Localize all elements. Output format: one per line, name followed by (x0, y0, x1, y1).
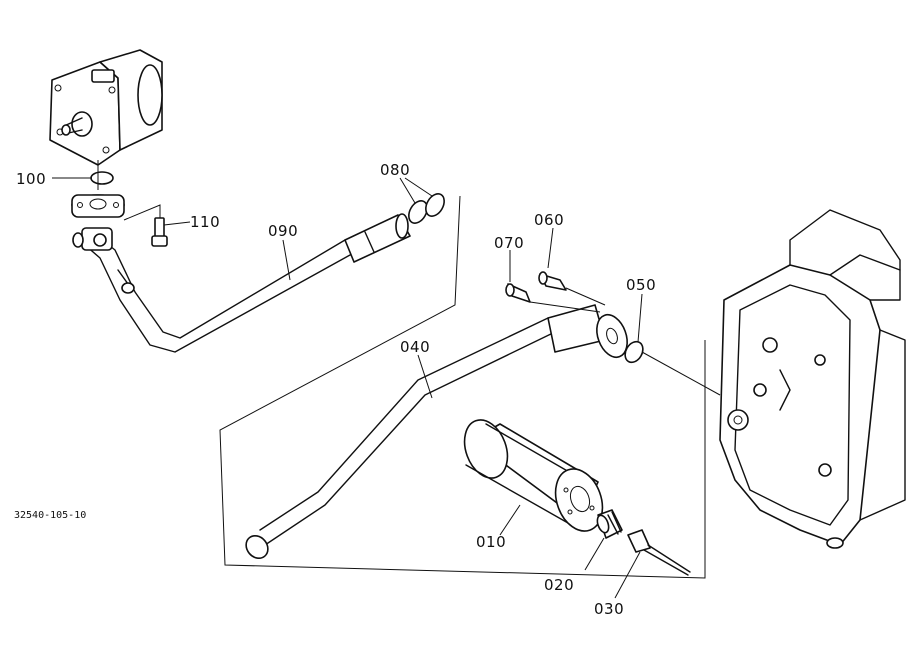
leader-lines (52, 160, 721, 599)
label-110: 110 (190, 213, 220, 231)
hydraulic-pump (49, 49, 163, 166)
bolt-070 (505, 283, 531, 303)
fitting-020 (596, 509, 623, 539)
label-030: 030 (594, 600, 624, 618)
o-rings-080 (408, 193, 445, 224)
label-070: 070 (494, 234, 524, 252)
sensor-030 (627, 529, 691, 576)
transmission-case (719, 209, 906, 549)
label-100: 100 (16, 170, 46, 188)
o-ring-100 (90, 171, 114, 185)
label-090: 090 (268, 222, 298, 240)
bolt-110 (151, 217, 168, 247)
suction-pipe (71, 194, 411, 353)
label-050: 050 (626, 276, 656, 294)
bolt-060 (538, 271, 567, 291)
label-020: 020 (544, 576, 574, 594)
diagram-code: 32540-105-10 (14, 510, 86, 521)
oil-filter (463, 419, 604, 532)
label-040: 040 (400, 338, 430, 356)
o-ring-050 (624, 340, 644, 364)
delivery-pipe (245, 304, 628, 560)
label-060: 060 (534, 211, 564, 229)
label-080: 080 (380, 161, 410, 179)
label-010: 010 (476, 533, 506, 551)
